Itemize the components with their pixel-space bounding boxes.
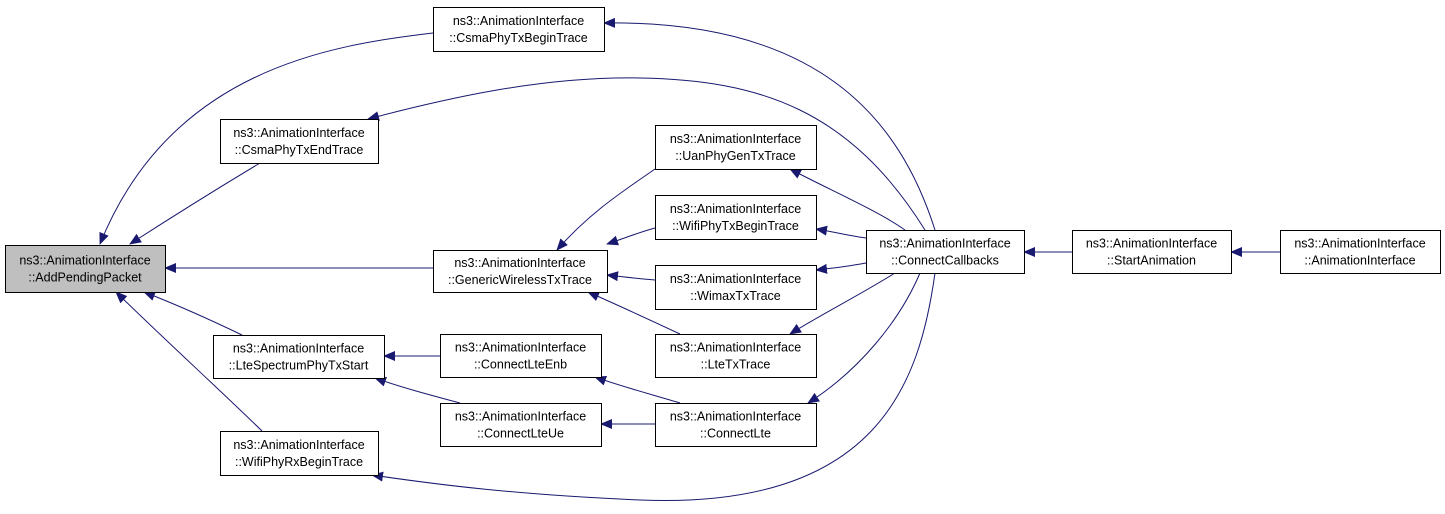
node-start[interactable]: ns3::AnimationInterface::StartAnimation [1072,230,1232,274]
node-add[interactable]: ns3::AnimationInterface::AddPendingPacke… [5,245,166,293]
node-box[interactable] [655,334,817,378]
node-box[interactable] [440,403,602,447]
node-wifitx[interactable]: ns3::AnimationInterface::WifiPhyTxBeginT… [655,195,817,240]
node-uan[interactable]: ns3::AnimationInterface::UanPhyGenTxTrac… [655,125,817,170]
node-label-namespace: ns3::AnimationInterface [879,237,1010,251]
node-box[interactable] [655,195,817,240]
edge-ltespec-to-add [143,291,243,336]
node-label-namespace: ns3::AnimationInterface [670,272,801,286]
node-label-method: ::LteTxTrace [701,358,771,372]
edge-cb-to-wifirx [371,272,936,502]
node-label-namespace: ns3::AnimationInterface [19,254,150,268]
node-wifirx[interactable]: ns3::AnimationInterface::WifiPhyRxBeginT… [220,431,379,476]
node-label-method: ::GenericWirelessTxTrace [448,273,592,287]
node-box[interactable] [5,245,166,293]
edge-cb-to-wimax [815,262,867,274]
node-box[interactable] [655,403,817,447]
node-label-method: ::CsmaPhyTxEndTrace [235,143,364,157]
edge-wifitx-to-generic [606,227,656,246]
node-box[interactable] [1072,230,1232,274]
node-box[interactable] [220,431,379,476]
edge-cb-to-lte [807,272,921,404]
node-ue[interactable]: ns3::AnimationInterface::ConnectLteUe [440,403,602,447]
node-label-method: ::ConnectCallbacks [891,254,999,268]
edge-wimax-to-generic [606,271,656,282]
edge-csmaend-to-add [129,162,261,245]
node-label-method: ::StartAnimation [1107,254,1196,268]
node-ctor[interactable]: ns3::AnimationInterface::AnimationInterf… [1280,230,1441,274]
edge-cb-to-csmabegin [603,17,936,231]
edge-cb-to-uan [789,168,906,231]
node-box[interactable] [440,334,602,378]
node-generic[interactable]: ns3::AnimationInterface::GenericWireless… [433,250,608,293]
node-csmabegin[interactable]: ns3::AnimationInterface::CsmaPhyTxBeginT… [433,7,605,52]
node-label-namespace: ns3::AnimationInterface [453,14,584,28]
edge-wifirx-to-add [115,291,263,432]
node-box[interactable] [866,230,1025,274]
edge-lte-to-enb [594,376,681,404]
node-label-namespace: ns3::AnimationInterface [670,410,801,424]
node-enb[interactable]: ns3::AnimationInterface::ConnectLteEnb [440,334,602,378]
edge-csmabegin-to-add [99,32,434,245]
node-box[interactable] [433,250,608,293]
node-label-namespace: ns3::AnimationInterface [233,126,364,140]
node-label-method: ::ConnectLteEnb [474,358,567,372]
node-label-namespace: ns3::AnimationInterface [455,341,586,355]
node-label-namespace: ns3::AnimationInterface [1086,237,1217,251]
node-box[interactable] [213,335,385,379]
node-box[interactable] [433,7,605,52]
node-box[interactable] [1280,230,1441,274]
node-label-method: ::LteSpectrumPhyTxStart [229,359,369,373]
node-label-method: ::AnimationInterface [1304,254,1415,268]
node-box[interactable] [655,265,817,310]
edge-ue-to-ltespec [374,377,461,404]
nodes-layer: ns3::AnimationInterface::AddPendingPacke… [5,7,1441,476]
node-label-method: ::WifiPhyTxBeginTrace [672,219,799,233]
edges-layer [99,17,1280,502]
node-label-method: ::AddPendingPacket [28,271,142,285]
node-box[interactable] [220,119,379,164]
node-label-namespace: ns3::AnimationInterface [1294,237,1425,251]
node-csmaend[interactable]: ns3::AnimationInterface::CsmaPhyTxEndTra… [220,119,379,164]
edge-ltetx-to-generic [587,291,681,335]
node-label-method: ::WimaxTxTrace [690,289,781,303]
node-label-namespace: ns3::AnimationInterface [454,256,585,270]
node-label-namespace: ns3::AnimationInterface [670,132,801,146]
node-wimax[interactable]: ns3::AnimationInterface::WimaxTxTrace [655,265,817,310]
node-label-method: ::UanPhyGenTxTrace [675,149,795,163]
edge-cb-to-ltetx [789,272,896,335]
node-label-namespace: ns3::AnimationInterface [233,438,364,452]
edge-cb-to-wifitx [815,225,867,239]
node-label-namespace: ns3::AnimationInterface [670,341,801,355]
node-label-namespace: ns3::AnimationInterface [455,410,586,424]
edge-cb-to-csmaend [367,77,926,231]
node-ltetx[interactable]: ns3::AnimationInterface::LteTxTrace [655,334,817,378]
edge-uan-to-generic [556,168,656,251]
node-label-method: ::ConnectLteUe [477,427,564,441]
node-label-method: ::WifiPhyRxBeginTrace [235,455,363,469]
node-label-method: ::CsmaPhyTxBeginTrace [449,31,588,45]
node-box[interactable] [655,125,817,170]
node-cb[interactable]: ns3::AnimationInterface::ConnectCallback… [866,230,1025,274]
node-label-method: ::ConnectLte [700,427,771,441]
node-label-namespace: ns3::AnimationInterface [670,202,801,216]
node-ltespec[interactable]: ns3::AnimationInterface::LteSpectrumPhyT… [213,335,385,379]
node-label-namespace: ns3::AnimationInterface [233,342,364,356]
node-lte[interactable]: ns3::AnimationInterface::ConnectLte [655,403,817,447]
